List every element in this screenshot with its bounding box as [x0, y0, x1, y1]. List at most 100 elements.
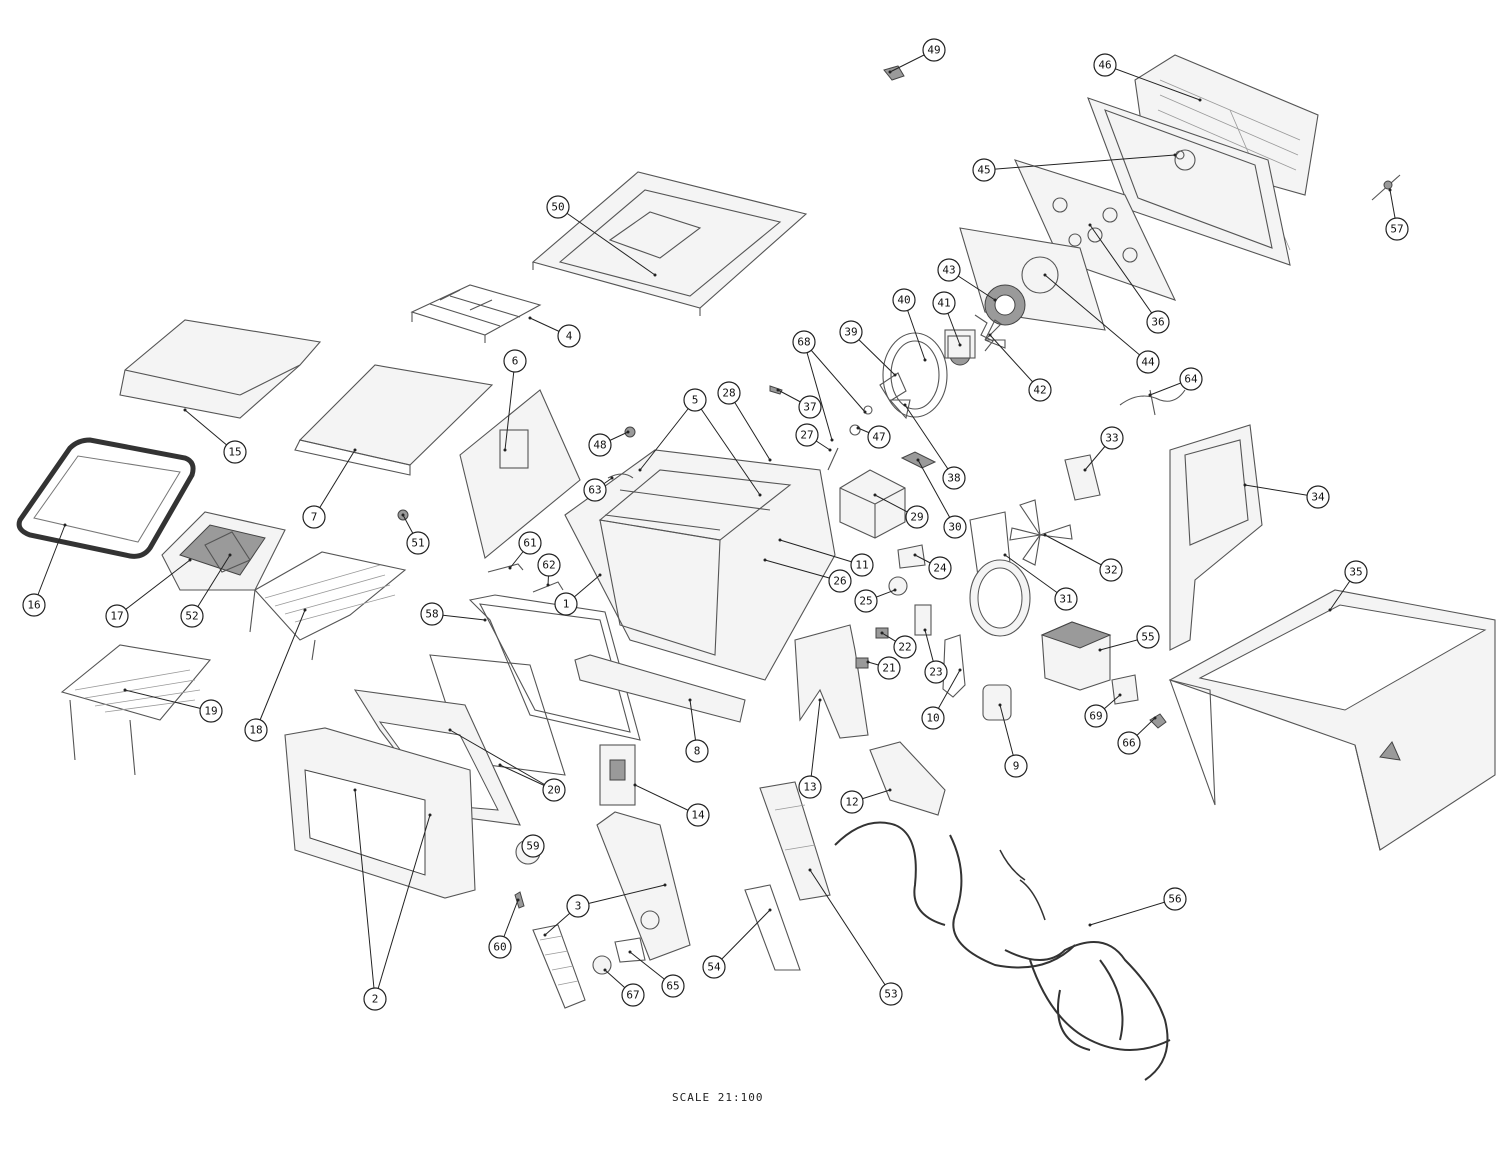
callout-67: 67	[621, 983, 645, 1007]
callout-20: 20	[542, 778, 566, 802]
callout-58: 58	[420, 602, 444, 626]
callout-circle	[717, 381, 741, 405]
leader-end-16	[63, 523, 67, 527]
callout-number: 2	[372, 993, 379, 1006]
callout-43: 43	[937, 258, 961, 282]
callout-60: 60	[488, 935, 512, 959]
scale-label: SCALE 21:100	[672, 1091, 764, 1104]
callout-circle	[932, 291, 956, 315]
callout-number: 47	[872, 431, 885, 444]
leader-end-68	[830, 438, 834, 442]
callout-number: 36	[1151, 316, 1164, 329]
callout-circle	[1084, 704, 1108, 728]
leader-end-13	[818, 698, 822, 702]
callout-circle	[566, 894, 590, 918]
leader-line-68	[803, 341, 833, 441]
callout-circle	[1100, 426, 1124, 450]
callout-39: 39	[839, 320, 863, 344]
callout-circle	[302, 505, 326, 529]
part-21-switch	[855, 657, 869, 669]
callout-50: 50	[546, 195, 570, 219]
leader-end-28	[768, 458, 772, 462]
callout-57: 57	[1385, 217, 1409, 241]
leader-end-56	[1088, 923, 1092, 927]
leader-end-4	[528, 316, 532, 320]
callout-55: 55	[1136, 625, 1160, 649]
callout-52: 52	[180, 604, 204, 628]
callout-circle	[1004, 754, 1028, 778]
callout-45: 45	[972, 158, 996, 182]
leader-end-30	[916, 458, 920, 462]
callout-circle	[798, 395, 822, 419]
leader-end-41	[958, 343, 962, 347]
callout-number: 33	[1105, 432, 1118, 445]
part-41-motor	[947, 335, 971, 359]
leader-end-58	[483, 618, 487, 622]
callout-35: 35	[1344, 560, 1368, 584]
leader-end-20	[448, 728, 452, 732]
leader-line-11	[779, 539, 863, 566]
part-control-membrane	[532, 924, 586, 1009]
callout-42: 42	[1028, 378, 1052, 402]
callout-number: 26	[833, 575, 846, 588]
callout-circle	[1385, 217, 1409, 241]
callout-circle	[795, 423, 819, 447]
leader-end-55	[1098, 648, 1102, 652]
leader-end-43	[993, 298, 997, 302]
callout-circle	[1093, 53, 1117, 77]
leader-end-37	[776, 388, 780, 392]
part-67-knob-cap	[592, 955, 612, 975]
callout-37: 37	[798, 395, 822, 419]
callout-53: 53	[879, 982, 903, 1006]
callout-number: 10	[926, 712, 939, 725]
part-9-capacitor	[982, 684, 1012, 721]
part-47-nut	[849, 424, 861, 436]
leader-end-9	[998, 703, 1002, 707]
callout-circle	[420, 602, 444, 626]
callout-number: 6	[512, 355, 519, 368]
leader-line-7	[313, 449, 356, 518]
callout-circle	[850, 553, 874, 577]
leader-end-8	[688, 698, 692, 702]
callout-circle	[683, 388, 707, 412]
part-35-outer-case	[1168, 589, 1496, 851]
part-1-oven-cavity	[564, 449, 836, 681]
leader-line-30	[917, 459, 956, 528]
callout-23: 23	[924, 660, 948, 684]
part-55-transformer	[1040, 621, 1112, 691]
part-34-side-bracket	[1169, 424, 1263, 651]
callout-17: 17	[105, 604, 129, 628]
callout-circle	[702, 955, 726, 979]
callout-number: 66	[1122, 737, 1135, 750]
callout-number: 9	[1013, 760, 1020, 773]
leader-end-61	[508, 566, 512, 570]
callout-circle	[1136, 350, 1160, 374]
leader-end-65	[628, 950, 632, 954]
callout-circle	[503, 349, 527, 373]
part-12-air-guide	[869, 741, 946, 816]
callout-number: 67	[626, 989, 639, 1002]
part-4-wire-rack	[410, 284, 542, 343]
callout-circle	[199, 699, 223, 723]
leader-line-38	[904, 404, 955, 479]
callout-3: 3	[566, 894, 590, 918]
callout-circle	[924, 660, 948, 684]
callout-number: 38	[947, 472, 960, 485]
part-17-basket	[161, 511, 286, 591]
callout-30: 30	[943, 515, 967, 539]
leader-end-5	[758, 493, 762, 497]
leader-end-49	[888, 70, 892, 74]
callout-number: 49	[927, 44, 940, 57]
callout-2: 2	[363, 987, 387, 1011]
leader-end-48	[626, 430, 630, 434]
leader-end-12	[888, 788, 892, 792]
callout-number: 60	[493, 941, 506, 954]
part-69-diode	[1111, 674, 1139, 705]
leader-end-35	[1328, 608, 1332, 612]
callout-circle	[828, 569, 852, 593]
leader-line-26	[764, 559, 841, 582]
part-48-lamp	[624, 426, 636, 438]
callout-number: 18	[249, 724, 262, 737]
leader-end-33	[1083, 468, 1087, 472]
part-36-back-panel	[1013, 159, 1177, 301]
